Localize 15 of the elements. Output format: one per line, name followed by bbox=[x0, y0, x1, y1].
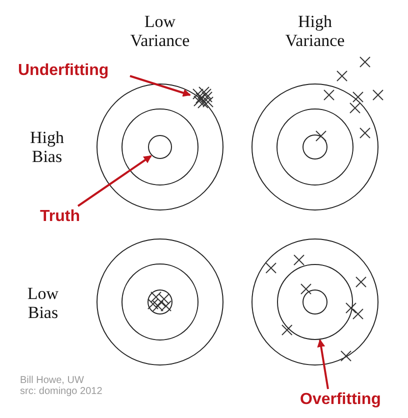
leader-arrow bbox=[130, 75, 191, 97]
callout-text: Underfitting bbox=[18, 62, 128, 80]
callout-text: Overfitting bbox=[300, 391, 400, 409]
row-heading: Low Bias bbox=[26, 284, 60, 322]
target-ring bbox=[277, 264, 353, 340]
leader-arrow bbox=[77, 155, 152, 207]
row-heading: High Bias bbox=[29, 128, 65, 166]
callout-text: Truth bbox=[40, 208, 90, 226]
column-heading: High Variance bbox=[284, 12, 346, 50]
bullseye-circle bbox=[148, 135, 172, 159]
leader-arrow bbox=[317, 339, 329, 390]
credit-text: Bill Howe, UW bbox=[20, 375, 84, 386]
cross-cluster bbox=[190, 84, 216, 110]
source-note: src: domingo 2012 bbox=[20, 386, 102, 397]
column-heading: Low Variance bbox=[129, 12, 191, 50]
